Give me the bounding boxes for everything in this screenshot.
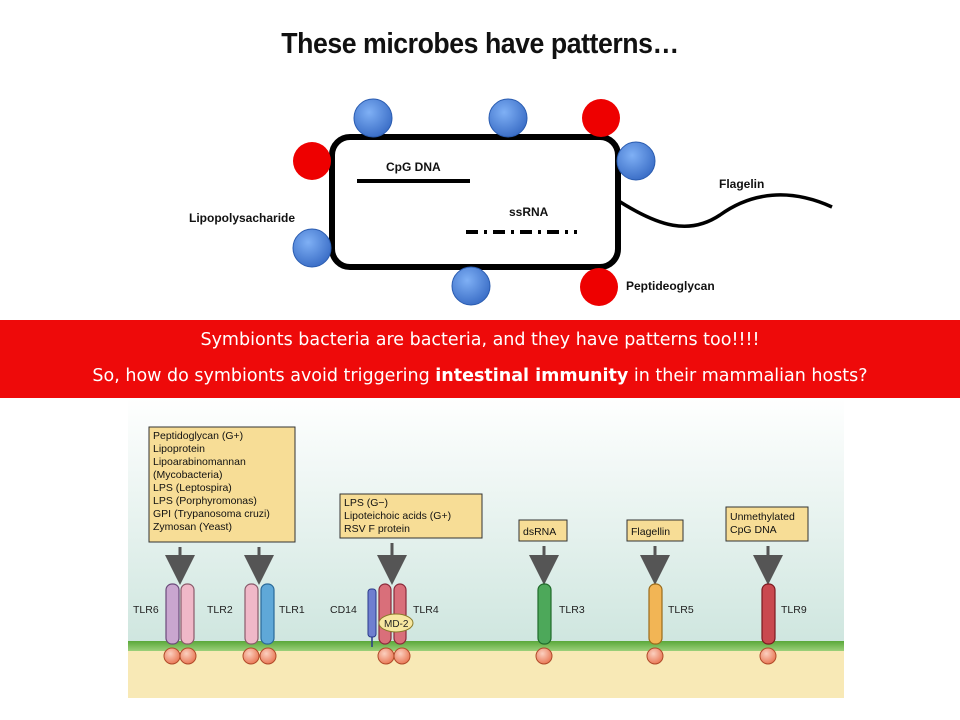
ligand-tlr2-0: Peptidoglycan (G+) xyxy=(153,430,243,442)
tir-tlr4-b xyxy=(393,647,411,665)
ligand-box-tlr5 xyxy=(626,519,684,542)
ligand-tlr4-2: RSV F protein xyxy=(344,523,410,535)
receptor-labels: TLR6 TLR2 TLR1 CD14 MD-2 TLR4 TLR3 TLR5 … xyxy=(133,604,807,630)
ligand-tlr2-7: Zymosan (Yeast) xyxy=(153,521,232,533)
tir-tlr9 xyxy=(759,647,777,665)
label-tlr6: TLR6 xyxy=(133,604,159,616)
flagellum-tail xyxy=(613,193,833,228)
ligand-text-tlr9: Unmethylated CpG DNA xyxy=(730,511,795,536)
receptor-tlr4-a xyxy=(378,583,392,645)
ligand-tlr5-0: Flagellin xyxy=(631,526,670,538)
label-cpg-dna: CpG DNA xyxy=(386,160,441,174)
banner-line-2: So, how do symbionts avoid triggering in… xyxy=(0,366,960,386)
ligand-text-tlr4: LPS (G−) Lipoteichoic acids (G+) RSV F p… xyxy=(344,497,451,535)
tlr-figure: Peptidoglycan (G+) Lipoprotein Lipoarabi… xyxy=(128,398,844,698)
label-cd14: CD14 xyxy=(330,604,357,616)
tir-tlr3 xyxy=(535,647,553,665)
label-lipopolysacharide: Lipopolysacharide xyxy=(189,211,295,225)
label-tlr1: TLR1 xyxy=(279,604,305,616)
receptor-tlr9 xyxy=(761,583,776,645)
ligand-box-tlr3 xyxy=(518,519,568,542)
label-flagelin: Flagelin xyxy=(719,177,764,191)
banner-line-2-bold: intestinal immunity xyxy=(435,366,629,386)
ligand-tlr4-0: LPS (G−) xyxy=(344,497,388,509)
tir-tlr6 xyxy=(163,647,181,665)
ligand-arrows xyxy=(165,543,783,585)
label-tlr4: TLR4 xyxy=(413,604,439,616)
banner-line-2-end: in their mammalian hosts? xyxy=(628,366,868,386)
cell-membrane xyxy=(128,641,844,651)
bacterium-diagram: CpG DNA ssRNA Flagelin Lipopolysacharide… xyxy=(189,98,833,306)
ligand-tlr9-0: Unmethylated xyxy=(730,511,795,523)
ligand-tlr2-4: LPS (Leptospira) xyxy=(153,482,232,494)
receptor-tlr6 xyxy=(165,583,180,645)
ligand-tlr2-2: Lipoarabinomannan xyxy=(153,456,246,468)
label-tlr3: TLR3 xyxy=(559,604,585,616)
banner-line-1: Symbionts bacteria are bacteria, and the… xyxy=(200,330,760,350)
pattern-blue-3 xyxy=(616,141,656,181)
pattern-blue-1 xyxy=(353,98,393,138)
ligand-tlr2-3: (Mycobacteria) xyxy=(153,469,222,481)
label-ssrna: ssRNA xyxy=(509,205,549,219)
ligand-box-tlr4 xyxy=(339,493,483,539)
label-tlr2: TLR2 xyxy=(207,604,233,616)
ligand-tlr9-1: CpG DNA xyxy=(730,524,777,536)
md2-protein xyxy=(378,613,414,633)
question-banner: Symbionts bacteria are bacteria, and the… xyxy=(0,320,960,398)
label-tlr9: TLR9 xyxy=(781,604,807,616)
ligand-box-tlr9 xyxy=(725,506,809,542)
pattern-blue-5 xyxy=(451,266,491,306)
receptor-tlr5 xyxy=(648,583,663,645)
ligand-tlr2-6: GPI (Trypanosoma cruzi) xyxy=(153,508,270,520)
receptor-tlr2-b xyxy=(244,583,259,645)
tir-tlr2-a xyxy=(179,647,197,665)
pattern-red-1 xyxy=(582,99,620,137)
cytoplasm xyxy=(128,650,844,698)
label-md2: MD-2 xyxy=(384,619,409,630)
tir-tlr2-b xyxy=(242,647,260,665)
bacterium-cell xyxy=(329,134,621,270)
ligand-tlr2-1: Lipoprotein xyxy=(153,443,205,455)
tir-tlr5 xyxy=(646,647,664,665)
pattern-red-3 xyxy=(580,268,618,306)
pattern-red-2 xyxy=(293,142,331,180)
ligand-text-tlr2: Peptidoglycan (G+) Lipoprotein Lipoarabi… xyxy=(153,430,270,533)
ligand-tlr2-5: LPS (Porphyromonas) xyxy=(153,495,257,507)
label-peptideoglycan: Peptideoglycan xyxy=(626,279,715,293)
receptor-tlr2-a xyxy=(180,583,195,645)
label-tlr5: TLR5 xyxy=(668,604,694,616)
ligand-tlr4-1: Lipoteichoic acids (G+) xyxy=(344,510,451,522)
ligand-tlr3-0: dsRNA xyxy=(523,526,556,538)
receptor-tlr3 xyxy=(537,583,552,645)
receptor-tlr1 xyxy=(260,583,275,645)
slide-title: These microbes have patterns… xyxy=(281,28,679,60)
receptor-cd14 xyxy=(367,588,377,638)
ligand-box-tlr2 xyxy=(148,426,296,543)
pattern-blue-4 xyxy=(292,228,332,268)
pattern-blue-2 xyxy=(488,98,528,138)
banner-line-2-start: So, how do symbionts avoid triggering xyxy=(92,366,436,386)
tir-tlr1 xyxy=(259,647,277,665)
tir-tlr4-a xyxy=(377,647,395,665)
